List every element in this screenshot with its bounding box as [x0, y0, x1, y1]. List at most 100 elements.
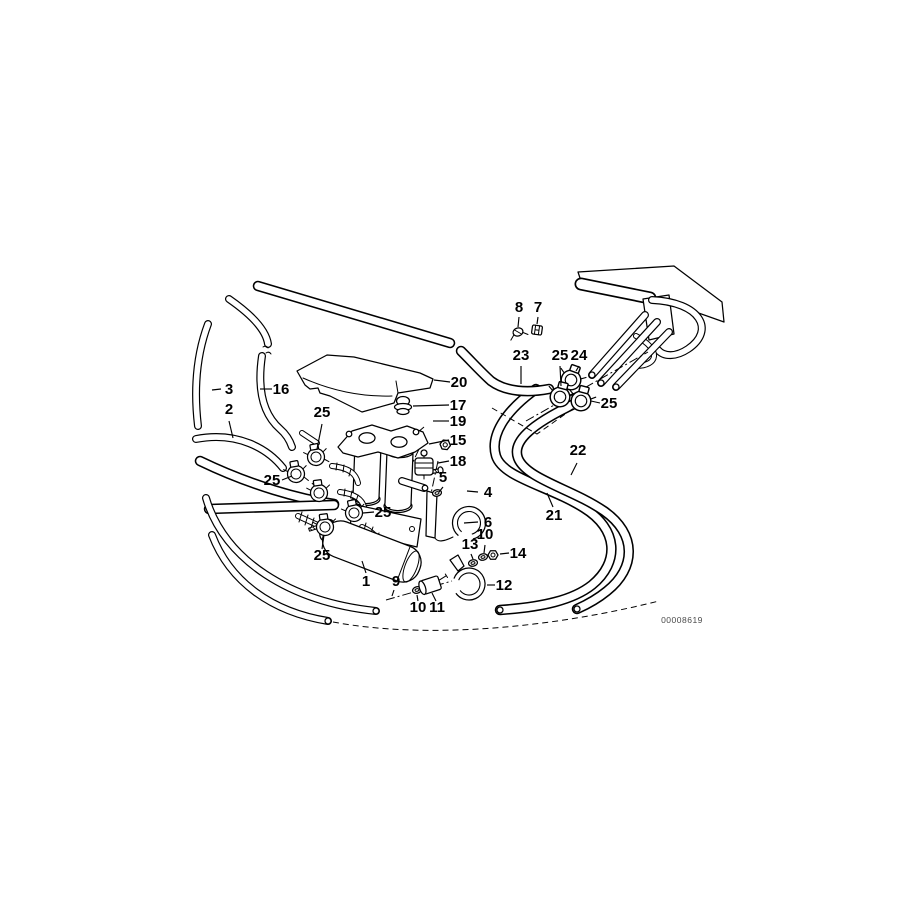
right-hoses	[489, 383, 634, 616]
valve-base-bracket	[349, 503, 422, 548]
watermark-code: 00008619	[661, 615, 703, 625]
callout-label-25: 25	[314, 404, 331, 421]
pipe-end	[597, 379, 605, 387]
callout-label-13: 13	[462, 536, 479, 553]
hose-end	[573, 605, 581, 613]
hose-end	[496, 606, 504, 614]
mount-diamond	[491, 397, 589, 435]
leader-line-25	[321, 534, 325, 550]
bracket-6-group	[421, 465, 487, 542]
leader-line-22	[570, 462, 578, 476]
leader-line-8	[517, 316, 520, 328]
callout-label-10: 10	[477, 526, 494, 543]
callout-label-20: 20	[451, 374, 468, 391]
callout-label-25: 25	[375, 504, 392, 521]
leader-line-20	[433, 379, 451, 383]
hose-ends	[324, 605, 581, 625]
callout-label-24: 24	[571, 347, 588, 364]
callout-label-9: 9	[392, 573, 400, 590]
callout-label-1: 1	[362, 573, 370, 590]
bracket-hole	[409, 526, 415, 532]
leader-line-10	[416, 594, 419, 602]
leader-line-25	[559, 365, 562, 387]
flange-port	[390, 436, 408, 448]
valve-assembly	[329, 424, 429, 548]
callout-label-15: 15	[450, 432, 467, 449]
left-hoses	[192, 295, 380, 625]
callout-label-11: 11	[429, 599, 445, 616]
leader-line-13	[470, 553, 474, 560]
callout-label-10: 10	[410, 599, 427, 616]
leader-line-17	[412, 404, 450, 407]
heater-unit	[574, 265, 725, 391]
leader-line-3	[211, 388, 222, 391]
leader-line-1	[361, 560, 367, 574]
clamp-12-outer	[452, 567, 486, 601]
callout-label-6: 6	[484, 514, 492, 531]
callout-label-3: 3	[225, 381, 233, 398]
flange-port	[358, 432, 376, 444]
hidden-hose-path	[332, 600, 660, 631]
outlet-end	[421, 484, 429, 492]
leader-line-6	[463, 521, 479, 524]
callout-label-25: 25	[601, 395, 618, 412]
nut-14	[487, 550, 499, 560]
leader-line-24	[575, 365, 580, 372]
hose-end	[372, 607, 380, 615]
damper-11	[418, 573, 449, 596]
callout-label-18: 18	[450, 453, 467, 470]
leader-line-15	[428, 439, 450, 445]
callout-label-23: 23	[513, 347, 530, 364]
small-parts	[307, 520, 499, 601]
leader-line-25	[316, 423, 323, 450]
washer-13	[467, 558, 479, 568]
callout-label-12: 12	[496, 577, 513, 594]
flange-bolt	[412, 428, 420, 436]
bracket-strap	[425, 490, 438, 539]
leader-line-5	[438, 486, 444, 493]
leader-line-25	[281, 475, 293, 481]
grommet-17	[393, 395, 413, 416]
leader-line-10	[483, 544, 486, 554]
pipe-end	[588, 371, 596, 379]
clip-7	[530, 324, 544, 336]
callout-label-19: 19	[450, 413, 467, 430]
leader-line-9	[391, 589, 395, 597]
clamp-25	[301, 441, 330, 468]
flange-plate-15	[337, 424, 429, 459]
callout-label-5: 5	[439, 469, 447, 486]
callout-label-25: 25	[314, 547, 331, 564]
leader-line-4	[466, 490, 479, 493]
top-small-parts	[393, 324, 544, 480]
clamp-8	[510, 327, 529, 341]
leader-line-7	[536, 316, 539, 325]
callout-label-25: 25	[264, 472, 281, 489]
vacuum-cell-18	[414, 449, 434, 480]
callout-label-4: 4	[484, 484, 493, 501]
axis-nut19	[408, 426, 425, 441]
flange-bolt	[345, 430, 353, 438]
top-hoses	[252, 280, 555, 397]
pipe-end	[612, 383, 620, 391]
leader-line-21	[546, 492, 554, 508]
clamp-12-inner	[457, 572, 481, 596]
pump-end-face	[402, 550, 420, 583]
callout-label-17: 17	[450, 397, 467, 414]
clamp-25	[281, 458, 310, 485]
leader-line-14	[499, 552, 510, 555]
cover-20	[296, 354, 434, 413]
leader-line-2	[228, 420, 234, 439]
hose-break-marks	[262, 345, 272, 355]
callout-label-25: 25	[552, 347, 569, 364]
callout-label-21: 21	[546, 507, 563, 524]
hose-end	[324, 617, 332, 625]
bracket-loop-outer	[451, 505, 487, 541]
callout-label-7: 7	[534, 299, 542, 316]
leader-line-25	[590, 400, 601, 404]
callout-label-2: 2	[225, 401, 233, 418]
callout-label-14: 14	[510, 545, 527, 562]
callout-label-16: 16	[273, 381, 290, 398]
